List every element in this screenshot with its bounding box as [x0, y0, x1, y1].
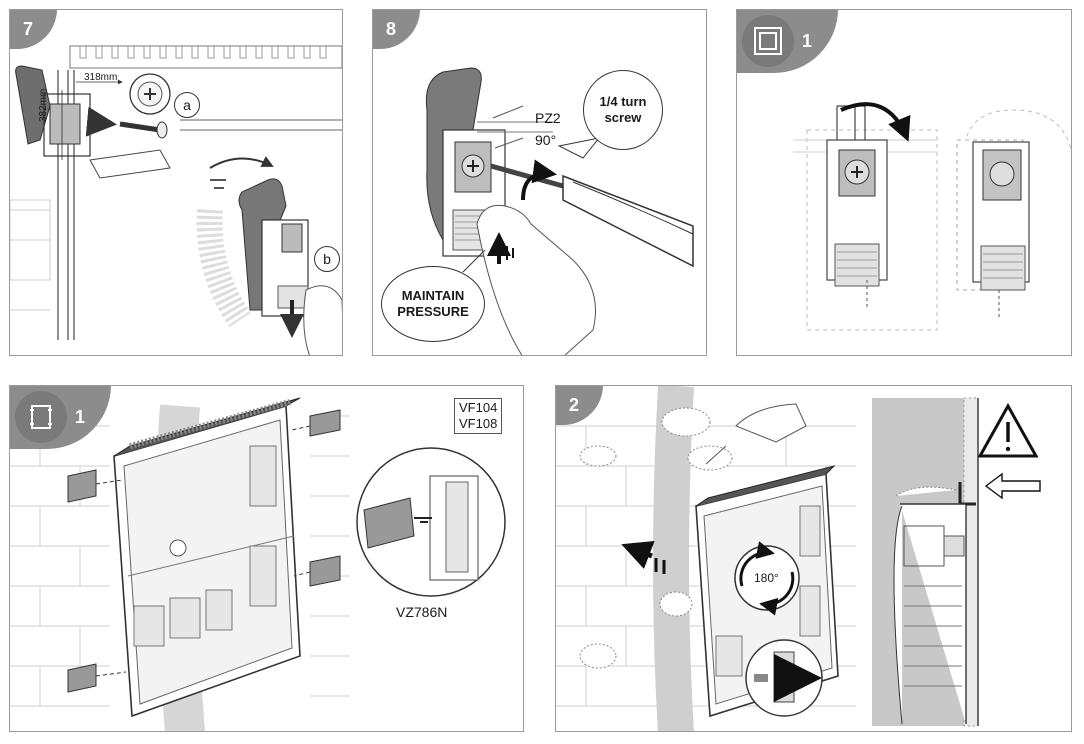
model-number: VF104 — [459, 400, 498, 415]
part-number-label: VZ786N — [396, 604, 448, 620]
height-dimension-label: 382mm — [38, 88, 49, 122]
step-2-illustration — [556, 386, 1041, 731]
step-7-illustration — [10, 45, 342, 355]
quarter-turn-callout: 1/4 turn screw — [583, 70, 663, 150]
step-1-mount-illustration — [10, 397, 506, 731]
angle-label: 90° — [535, 132, 557, 148]
step-8-panel: 8 PZ2 90° 1/4 turn screw MAINTAIN PRESSU… — [372, 9, 707, 356]
marker-a: a — [174, 92, 200, 118]
step-2-panel: 2 180° — [555, 385, 1072, 732]
maintain-pressure-callout: MAINTAIN PRESSURE — [381, 266, 485, 342]
screw-type-label: PZ2 — [535, 110, 561, 126]
frame-square-icon — [742, 15, 794, 67]
step-number: 1 — [75, 406, 86, 427]
model-numbers-box: VF104 VF108 — [454, 398, 503, 434]
marker-b: b — [314, 246, 340, 272]
step-8-illustration — [425, 67, 694, 355]
wall-mount-icon — [15, 391, 67, 443]
step-1-adjust-illustration — [793, 102, 1071, 331]
step-1-mount-panel: 1 VF104 VF108 VZ786N — [9, 385, 524, 732]
step-7-panel: 7 318mm 382mm a b — [9, 9, 343, 356]
step-number: 8 — [386, 18, 397, 39]
model-number: VF108 — [459, 416, 498, 431]
step-1-adjust-panel: 1 — [736, 9, 1072, 356]
step-number: 1 — [802, 30, 813, 51]
step-number: 7 — [23, 18, 34, 39]
rotation-angle-label: 180° — [754, 571, 779, 585]
step-number: 2 — [569, 394, 580, 415]
width-dimension-label: 318mm — [84, 72, 118, 83]
